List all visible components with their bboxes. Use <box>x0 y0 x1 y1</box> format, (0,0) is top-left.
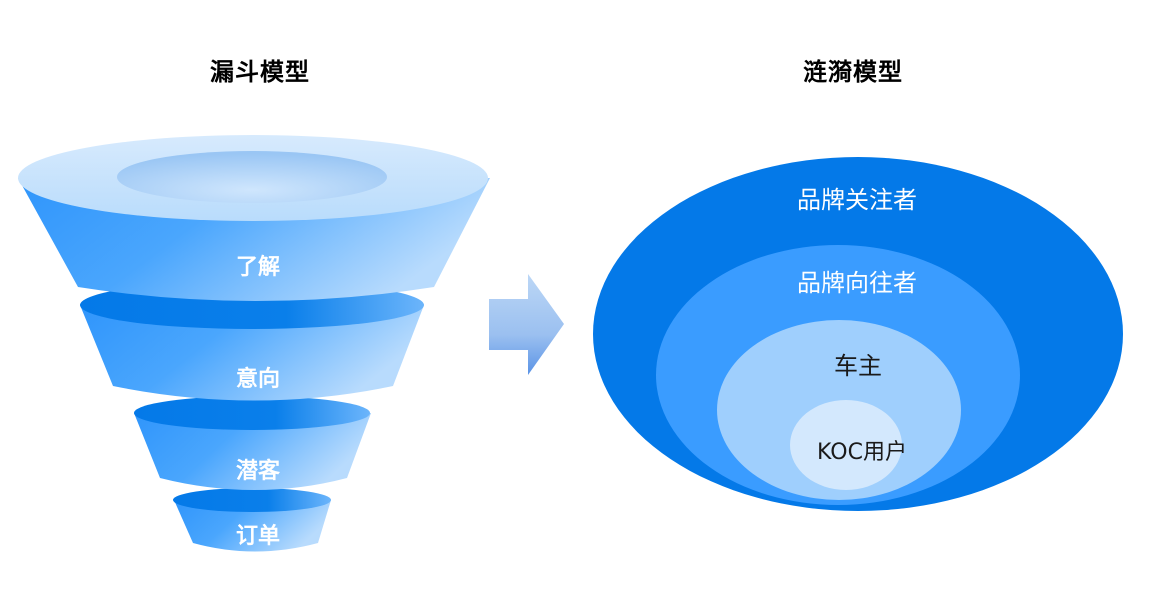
funnel-model-title: 漏斗模型 <box>210 58 310 86</box>
funnel-stage-label: 了解 <box>236 254 280 280</box>
ripple-label-car-owners: 车主 <box>834 352 882 380</box>
ripple-diagram: 品牌关注者 品牌向往者 车主 KOC用户 <box>593 157 1123 511</box>
funnel-diagram: 订单 潜客 意向 了解 <box>18 135 490 552</box>
funnel-stage-label: 潜客 <box>236 458 281 484</box>
ripple-label-brand-followers: 品牌关注者 <box>797 186 917 214</box>
ripple-label-koc-users: KOC用户 <box>817 440 907 465</box>
ripple-ring-koc-users <box>790 400 902 490</box>
ripple-model-title: 涟漪模型 <box>803 58 903 86</box>
funnel-stage-order: 订单 <box>173 488 331 552</box>
funnel-stage-awareness: 了解 <box>18 135 490 301</box>
right-arrow-icon <box>489 274 564 375</box>
funnel-stage-prospect: 潜客 <box>134 396 371 490</box>
ripple-label-brand-aspirers: 品牌向往者 <box>797 269 917 297</box>
funnel-stage-label: 意向 <box>236 366 280 392</box>
funnel-opening <box>117 151 387 203</box>
funnel-stage-label: 订单 <box>236 524 280 549</box>
